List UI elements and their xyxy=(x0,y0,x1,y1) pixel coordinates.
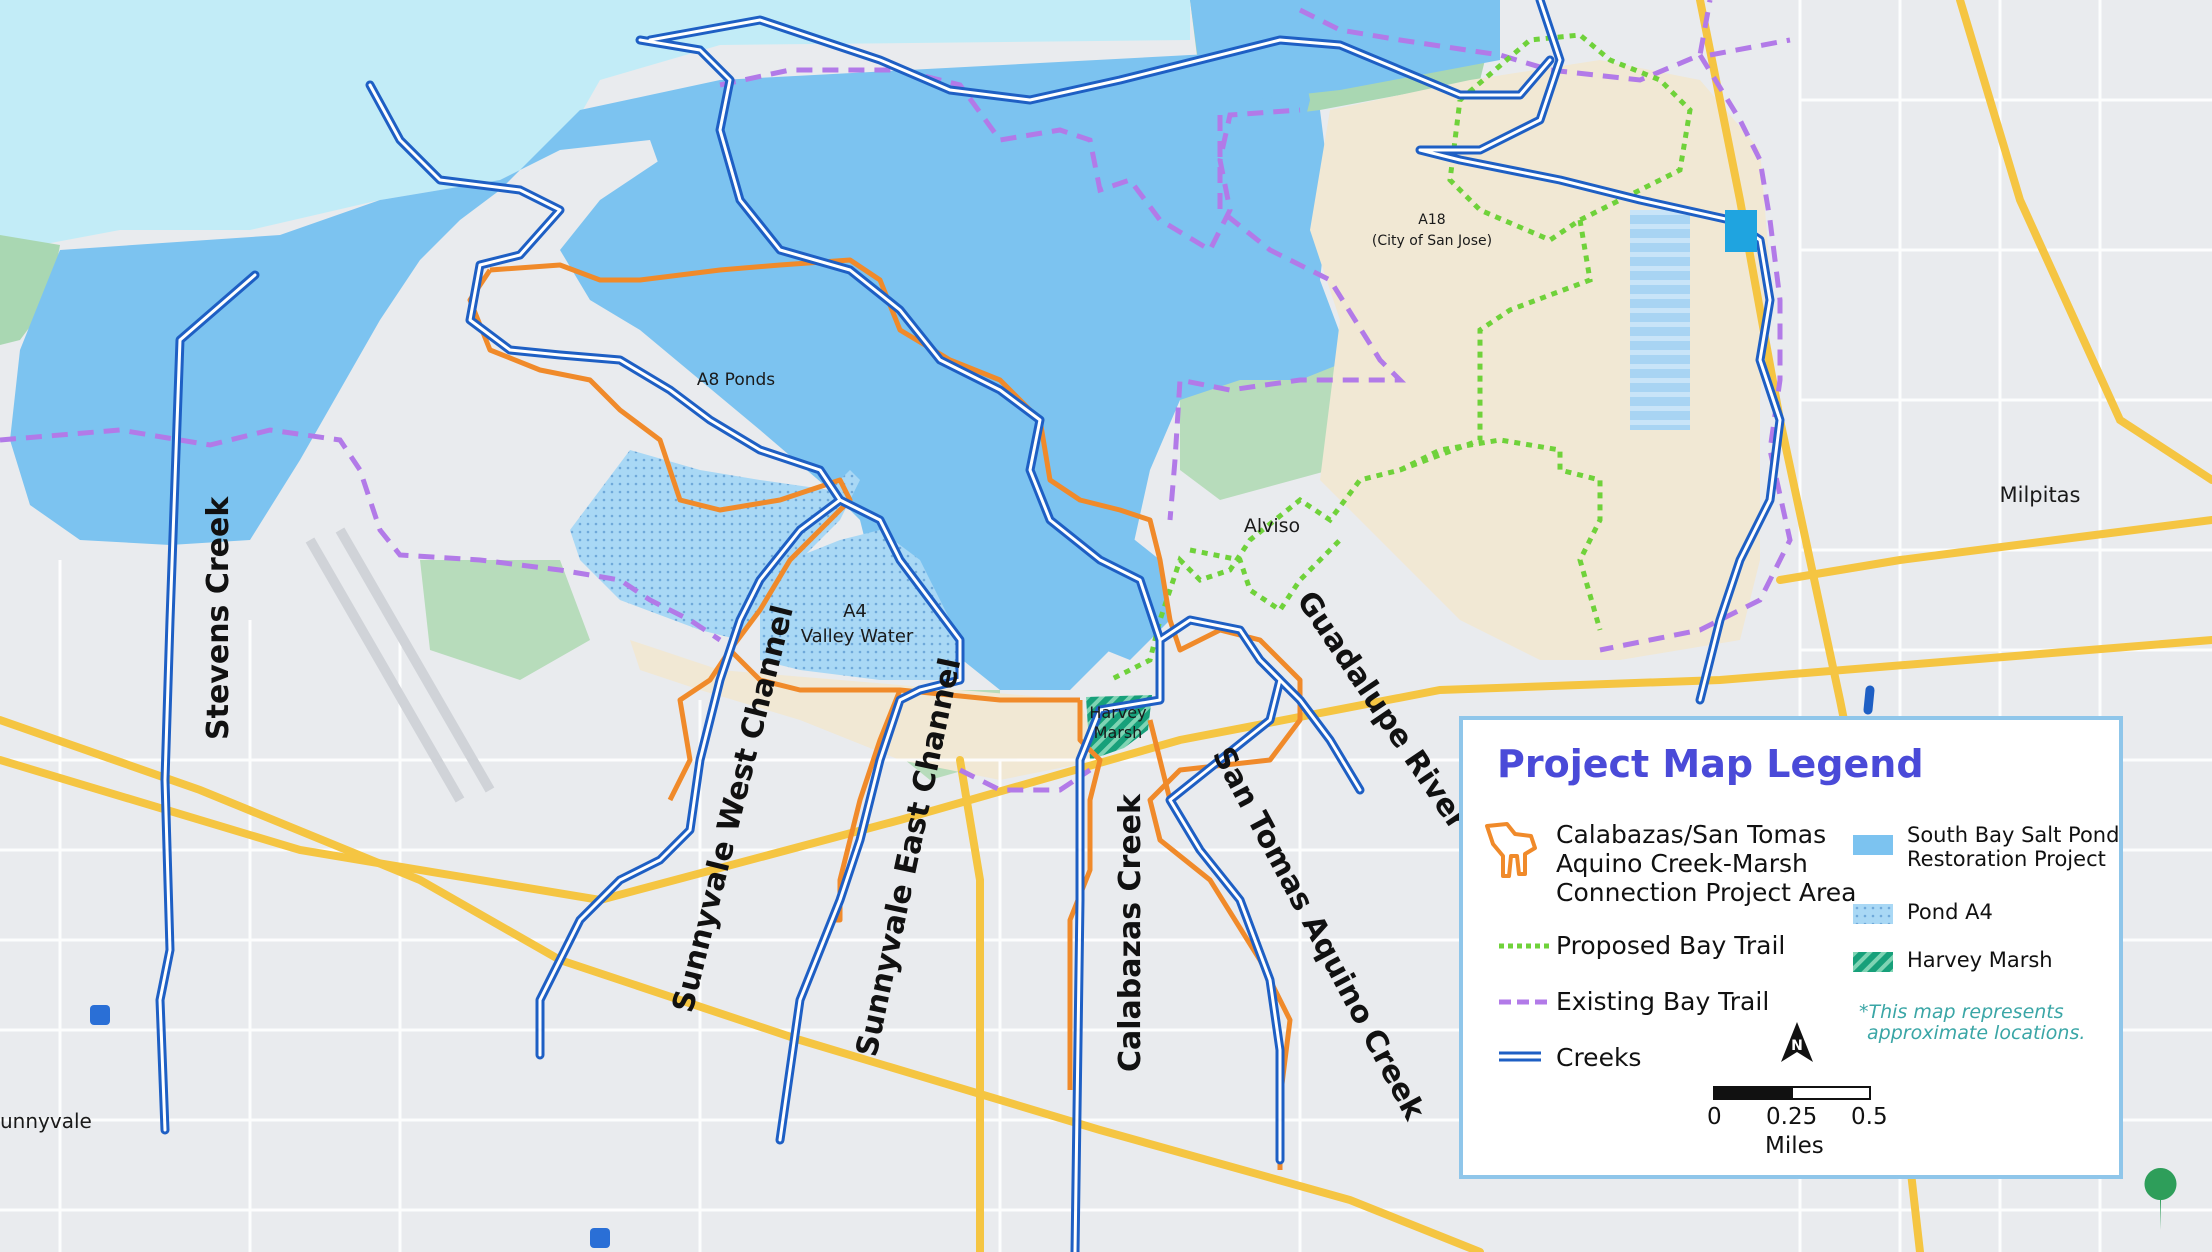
legend-proposed-trail: Proposed Bay Trail xyxy=(1556,931,1786,960)
blue-marker xyxy=(1725,210,1757,252)
legend-title: Project Map Legend xyxy=(1497,742,1924,786)
legend-project-area-line3: Connection Project Area xyxy=(1556,878,1857,907)
harvey-marsh-swatch-icon xyxy=(1853,952,1893,972)
transit-marker-icon xyxy=(590,1228,610,1248)
label-harvey-marsh: Harvey xyxy=(1089,703,1146,722)
north-arrow-icon: N xyxy=(1781,1022,1813,1062)
bay-water xyxy=(0,0,1190,245)
green-pin-icon xyxy=(2144,1168,2177,1230)
label-harvey-marsh-2: Marsh xyxy=(1094,723,1143,742)
sand-strip xyxy=(630,640,1100,780)
salt-ponds-east xyxy=(1220,110,1350,380)
north-arrow-letter: N xyxy=(1791,1038,1803,1054)
label-a18: A18 xyxy=(1418,212,1445,228)
legend-pond-a4: Pond A4 xyxy=(1907,900,1993,924)
existing-trail-swatch-icon xyxy=(1499,999,1549,1005)
label-a4: A4 xyxy=(843,601,867,622)
creeks-swatch-icon xyxy=(1499,1051,1541,1062)
proposed-bay-trail xyxy=(1108,32,1693,683)
scale-bar-icon xyxy=(1713,1086,1871,1100)
creeks xyxy=(155,0,1875,1252)
label-a8-ponds: A8 Ponds xyxy=(697,370,775,390)
legend-note: *This map represents approximate locatio… xyxy=(1859,1002,2085,1044)
pond-a4-swatch-icon xyxy=(1853,904,1893,924)
project-area-swatch-icon xyxy=(1485,822,1537,878)
map-legend: Project Map Legend Calabazas/San Tomas A… xyxy=(1459,716,2123,1179)
scale-unit: Miles xyxy=(1765,1133,1824,1159)
legend-salt-pond-line1: South Bay Salt Pond xyxy=(1907,823,2120,847)
a18-pond-strip xyxy=(1630,210,1690,430)
marsh-fringe xyxy=(420,560,590,680)
project-area-outline xyxy=(467,257,1303,1170)
label-milpitas: Milpitas xyxy=(2000,483,2081,507)
legend-existing-trail: Existing Bay Trail xyxy=(1556,987,1770,1016)
label-sunnyvale-fragment: unnyvale xyxy=(0,1109,92,1133)
existing-bay-trail xyxy=(0,0,1793,793)
legend-salt-pond-line2: Restoration Project xyxy=(1907,847,2106,871)
airport-runways xyxy=(305,527,495,803)
label-alviso: Alviso xyxy=(1244,515,1300,537)
proposed-trail-swatch-icon xyxy=(1499,943,1549,949)
legend-creeks: Creeks xyxy=(1556,1043,1642,1072)
scale-tick-05: 0.5 xyxy=(1851,1104,1888,1130)
legend-project-area-line1: Calabazas/San Tomas xyxy=(1556,820,1827,849)
label-stevens-creek: Stevens Creek xyxy=(201,496,236,740)
marsh-fringe xyxy=(0,235,60,345)
legend-harvey-marsh: Harvey Marsh xyxy=(1907,948,2053,972)
label-calabazas-creek: Calabazas Creek xyxy=(1113,793,1148,1072)
salt-pond-swatch-icon xyxy=(1853,835,1893,855)
legend-note-line1: *This map represents xyxy=(1859,1001,2064,1023)
scale-tick-0: 0 xyxy=(1707,1104,1722,1130)
label-a18-owner: (City of San Jose) xyxy=(1372,233,1492,249)
scale-tick-025: 0.25 xyxy=(1766,1104,1818,1130)
transit-marker-icon xyxy=(90,1005,110,1025)
legend-note-line2: approximate locations. xyxy=(1867,1022,2086,1044)
legend-project-area-line2: Aquino Creek-Marsh xyxy=(1556,849,1808,878)
label-a4-owner: Valley Water xyxy=(801,626,914,647)
